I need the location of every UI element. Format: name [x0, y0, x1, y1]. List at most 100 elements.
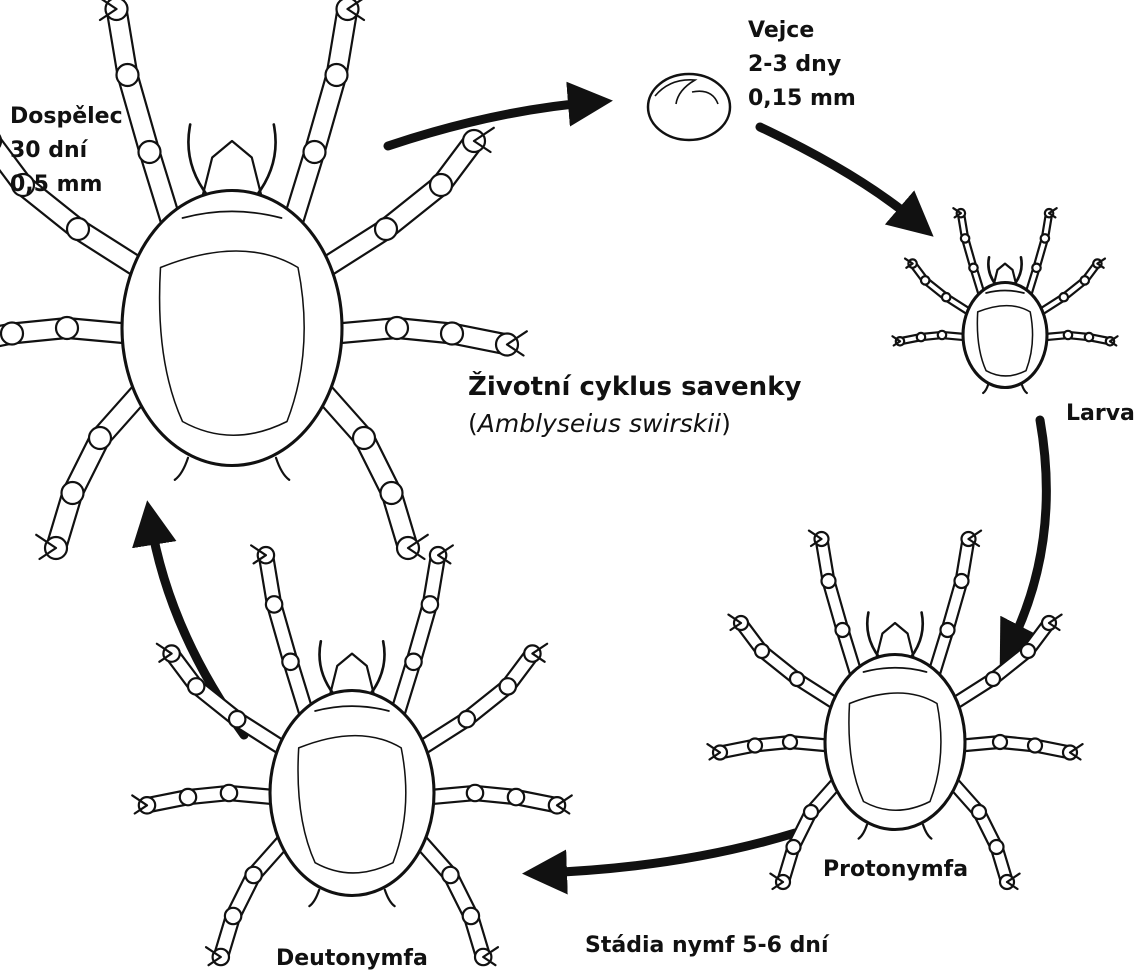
mite-leg-joint [266, 596, 282, 612]
protonymph-mite [707, 531, 1082, 889]
title-subtitle: (Amblyseius swirskii) [468, 406, 801, 442]
mite-body [270, 691, 434, 896]
mite-leg-joint [245, 867, 261, 883]
mite-leg-joint [221, 785, 237, 801]
mite-leg-joint [990, 840, 1004, 854]
mite-leg-joint [993, 735, 1007, 749]
mite-leg-joint [386, 317, 408, 339]
mite-body [963, 283, 1047, 388]
diagram-title: Životní cyklus savenky (Amblyseius swirs… [468, 368, 801, 442]
mite-leg-fill [221, 838, 287, 957]
arrow-adult-to-egg [388, 102, 595, 146]
mite-leg-joint [1081, 276, 1089, 284]
deutonymph-mite [132, 545, 572, 965]
mite-leg-joint [405, 654, 421, 670]
title-main: Životní cyklus savenky [468, 368, 801, 406]
stage-size: 0,5 mm [10, 168, 123, 202]
stage-label-larva: Larva [1066, 397, 1135, 431]
mite-leg-joint [1041, 234, 1049, 242]
nymph-duration-note: Stádia nymf 5-6 dní [585, 929, 829, 963]
mite-leg-joint [921, 276, 929, 284]
mite-leg-joint [1085, 333, 1093, 341]
mite-leg-fill [56, 389, 144, 549]
stage-label-adult: Dospělec 30 dní 0,5 mm [10, 100, 123, 202]
mite-leg-joint [282, 654, 298, 670]
stage-name: Dospělec [10, 100, 123, 134]
mite-leg-joint [822, 574, 836, 588]
arrow-deutonymph-to-adult [150, 518, 244, 735]
stage-label-protonymph: Protonymfa [823, 853, 968, 887]
stage-name: Deutonymfa [276, 942, 428, 976]
mite-leg-joint [986, 672, 1000, 686]
mite-leg-joint [326, 64, 348, 86]
stage-name: Larva [1066, 397, 1135, 431]
mite-leg-fill [822, 539, 857, 676]
mite-leg-joint [748, 739, 762, 753]
mite-leg-joint [1032, 264, 1040, 272]
mite-leg-joint [56, 317, 78, 339]
mite-leg-joint [500, 678, 516, 694]
mite-leg-joint [955, 574, 969, 588]
mite-leg-joint [1028, 739, 1042, 753]
mite-leg-joint [790, 672, 804, 686]
mite-leg-joint [942, 293, 950, 301]
arrow-egg-to-larva [760, 127, 920, 225]
mite-leg-joint [1021, 644, 1035, 658]
mite-leg-joint [972, 805, 986, 819]
mite-leg-fill [293, 9, 348, 224]
mite-leg-fill [397, 555, 438, 715]
larva-mite [892, 208, 1117, 393]
mite-leg-joint [117, 64, 139, 86]
egg-illustration [648, 74, 730, 140]
mite-leg-joint [441, 323, 463, 345]
mite-leg-joint [1, 323, 23, 345]
mite-leg-fill [320, 389, 408, 549]
nymph-note-text: Stádia nymf 5-6 dní [585, 929, 829, 963]
mite-leg-joint [188, 678, 204, 694]
mite-leg-joint [430, 174, 452, 196]
mite-leg-joint [422, 596, 438, 612]
mite-leg-joint [1064, 331, 1072, 339]
mite-leg-joint [755, 644, 769, 658]
mite-leg-joint [225, 908, 241, 924]
mite-leg-fill [961, 213, 982, 295]
mite-leg-joint [836, 623, 850, 637]
mite-leg-joint [353, 427, 375, 449]
mite-leg-joint [89, 427, 111, 449]
mite-leg-joint [180, 789, 196, 805]
mite-body [122, 191, 342, 466]
stage-duration: 2-3 dny [748, 48, 856, 82]
mite-leg-joint [61, 482, 83, 504]
mite-leg-joint [917, 333, 925, 341]
mite-leg-joint [969, 264, 977, 272]
mite-leg-fill [266, 555, 307, 715]
subtitle-open-paren: ( [468, 409, 478, 438]
mite-leg-fill [418, 838, 484, 957]
mite-body [825, 655, 965, 830]
mite-leg-joint [459, 711, 475, 727]
arrow-protonymph-to-deutonymph [540, 833, 795, 873]
stage-duration: 30 dní [10, 134, 123, 168]
mite-leg-joint [139, 141, 161, 163]
mite-leg-joint [1060, 293, 1068, 301]
mite-leg-joint [508, 789, 524, 805]
mite-leg-joint [67, 218, 89, 240]
mite-leg-joint [787, 840, 801, 854]
mite-leg-joint [463, 908, 479, 924]
mite-leg-joint [804, 805, 818, 819]
adult-mite [0, 0, 527, 559]
stage-name: Vejce [748, 14, 856, 48]
mite-leg-fill [1028, 213, 1049, 295]
mite-leg-joint [961, 234, 969, 242]
mite-leg-joint [304, 141, 326, 163]
stage-size: 0,15 mm [748, 82, 856, 116]
subtitle-close-paren: ) [721, 409, 731, 438]
mite-leg-joint [381, 482, 403, 504]
stage-label-egg: Vejce 2-3 dny 0,15 mm [748, 14, 856, 116]
mite-illustrations [0, 0, 1118, 965]
mite-leg-joint [229, 711, 245, 727]
mite-leg-joint [938, 331, 946, 339]
stage-label-deutonymph: Deutonymfa [276, 942, 428, 976]
